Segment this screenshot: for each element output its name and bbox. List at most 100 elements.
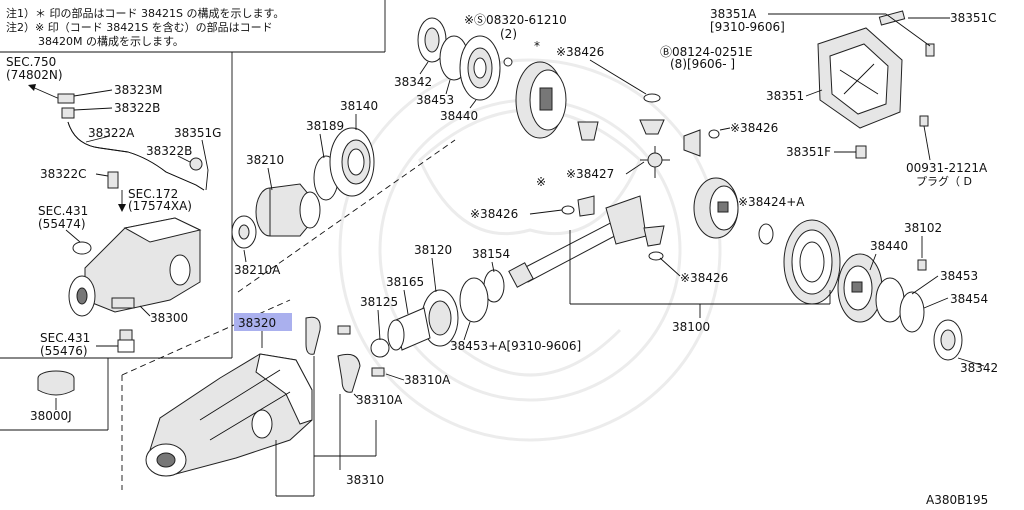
label-sec172-sub: (17574XA) [128, 199, 192, 213]
label-38453A[interactable]: 38453+A[9310-9606] [450, 339, 581, 353]
leader-38310A-b [353, 393, 359, 399]
drain-plug [117, 329, 135, 353]
label-38351F[interactable]: 38351F [786, 145, 831, 159]
side-gear-small [577, 195, 595, 217]
leader-38165 [403, 289, 409, 315]
label-38342-top[interactable]: 38342 [394, 75, 432, 89]
pinion-bearing-front [313, 127, 375, 201]
label-bolt-s-qty: (2) [500, 27, 517, 41]
label-plug-name: プラグ（ D [916, 174, 972, 188]
marker-star: * [534, 39, 540, 53]
ring-gear [783, 219, 841, 305]
label-38140[interactable]: 38140 [340, 99, 378, 113]
label-38427[interactable]: ※38427 [566, 167, 614, 181]
leader-sec431a [65, 229, 81, 243]
leader-38453-b [911, 275, 939, 295]
label-38426-d[interactable]: ※38426 [680, 271, 728, 285]
leader-38426-b [719, 127, 731, 131]
leader-38454 [923, 297, 949, 309]
leader-38300 [139, 305, 151, 317]
drive-pinion [508, 195, 647, 288]
leader-38453A [463, 321, 471, 341]
label-38125[interactable]: 38125 [360, 295, 398, 309]
label-38310A-a[interactable]: 38310A [404, 373, 451, 387]
pinion-bearing-rear [370, 269, 505, 358]
leader-38342-b [957, 357, 985, 367]
leader-38351A-b [885, 13, 931, 47]
leader-plug [923, 125, 931, 161]
label-plug-no[interactable]: 00931-2121A [906, 161, 988, 175]
washer-lower [648, 251, 664, 261]
label-sec750-sub: (74802N) [6, 68, 63, 82]
label-38300[interactable]: 38300 [150, 311, 188, 325]
leader-38426-d [659, 257, 681, 277]
label-bolt-b[interactable]: Ⓑ08124-0251E [660, 45, 753, 59]
label-38310[interactable]: 38310 [346, 473, 384, 487]
label-38351[interactable]: 38351 [766, 89, 804, 103]
label-38210A[interactable]: 38210A [234, 263, 281, 277]
mounting-brackets-38310 [305, 316, 385, 393]
leader-38120 [431, 257, 437, 293]
label-38323M[interactable]: 38323M [114, 83, 163, 97]
leader-38426-a [589, 59, 647, 95]
label-38320[interactable]: 38320 [238, 316, 276, 330]
label-38342-b[interactable]: 38342 [960, 361, 998, 375]
label-38310A-b[interactable]: 38310A [356, 393, 403, 407]
label-38351A[interactable]: 38351A [710, 7, 757, 21]
side-bearing-upper [417, 17, 501, 101]
label-38351G[interactable]: 38351G [174, 126, 221, 140]
label-38322A[interactable]: 38322A [88, 126, 135, 140]
label-38210[interactable]: 38210 [246, 153, 284, 167]
leader-38440-top [469, 99, 477, 109]
leader-38189 [319, 133, 325, 159]
label-38426-c[interactable]: ※38426 [470, 207, 518, 221]
leader-38210 [267, 167, 273, 191]
leader-38125 [377, 309, 381, 341]
differential-case [503, 57, 567, 139]
label-38453-b[interactable]: 38453 [940, 269, 978, 283]
label-sec750: SEC.750 [6, 55, 56, 69]
leader-38154 [491, 261, 495, 273]
rear-cover [817, 10, 935, 159]
diagram-id: A380B195 [926, 493, 988, 507]
label-38189[interactable]: 38189 [306, 119, 344, 133]
note-line-1: 注1）＊ 印の部品はコード 38421S の構成を示します。 [6, 6, 284, 20]
label-38440-b[interactable]: 38440 [870, 239, 908, 253]
gear-carrier-38320 [145, 353, 313, 477]
label-38351A-date: [9310-9606] [710, 20, 785, 34]
label-38322B-mid[interactable]: 38322B [146, 144, 192, 158]
label-38000J[interactable]: 38000J [30, 409, 72, 423]
label-38100[interactable]: 38100 [672, 320, 710, 334]
label-38165[interactable]: 38165 [386, 275, 424, 289]
label-38424A[interactable]: ※38424+A [738, 195, 805, 209]
label-38120[interactable]: 38120 [414, 243, 452, 257]
label-38322B-top[interactable]: 38322B [114, 101, 160, 115]
label-38322C[interactable]: 38322C [40, 167, 87, 181]
label-38351C[interactable]: 38351C [950, 11, 997, 25]
leader-38351 [805, 89, 823, 97]
leader-38310A-a [385, 373, 405, 381]
differential-assembly-small [68, 217, 202, 317]
pinion-mate-lower [643, 225, 665, 247]
label-sec431b: SEC.431 [40, 331, 90, 345]
label-sec431a-sub: (55474) [38, 217, 86, 231]
label-bolt-s[interactable]: ※Ⓢ08320-61210 [464, 13, 567, 27]
note-line-2: 注2）※ 印（コード 38421S を含む）の部品はコード [6, 20, 273, 34]
notes-frame [0, 0, 386, 53]
leader-38427 [625, 161, 645, 175]
label-38154[interactable]: 38154 [472, 247, 510, 261]
leader-38210A [243, 249, 247, 263]
label-38426-a[interactable]: ※38426 [556, 45, 604, 59]
label-38102[interactable]: 38102 [904, 221, 942, 235]
highlight-38320 [234, 313, 292, 331]
label-38440-top[interactable]: 38440 [440, 109, 478, 123]
leader-38426-c [529, 209, 563, 215]
label-38453-top[interactable]: 38453 [416, 93, 454, 107]
side-gear-right [693, 177, 774, 245]
label-sec431b-sub: (55476) [40, 344, 88, 358]
label-38426-b[interactable]: ※38426 [730, 121, 778, 135]
label-38454[interactable]: 38454 [950, 292, 988, 306]
left-frame [0, 52, 233, 431]
dashed-group-outline [121, 139, 456, 490]
